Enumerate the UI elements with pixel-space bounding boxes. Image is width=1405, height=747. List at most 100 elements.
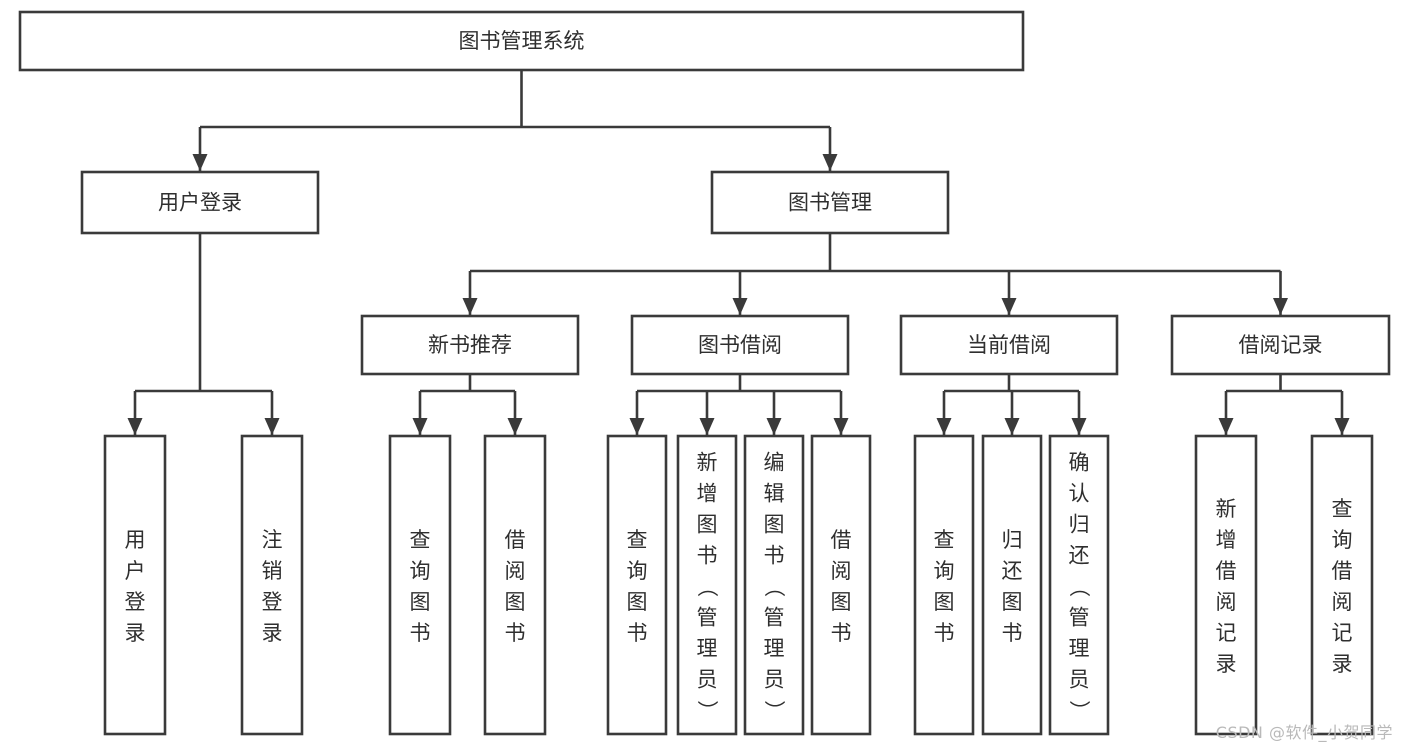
svg-text:员: 员 <box>697 668 718 692</box>
svg-text:图: 图 <box>505 590 526 614</box>
svg-text:销: 销 <box>262 559 283 583</box>
svg-text:注: 注 <box>262 528 283 552</box>
svg-text:图: 图 <box>1002 590 1023 614</box>
arrow-head-icon <box>629 418 645 435</box>
svg-text:借: 借 <box>1332 559 1353 583</box>
connector-from-book-manage <box>462 233 1288 315</box>
node-label-book-borrow: 图书借阅 <box>698 333 782 357</box>
csdn-watermark: CSDN @软件_小贺同学 <box>1215 723 1393 742</box>
node-current-borrow[interactable]: 当前借阅 <box>899 314 1119 376</box>
svg-text:理: 理 <box>1069 637 1090 661</box>
svg-text:询: 询 <box>410 559 431 583</box>
svg-text:归: 归 <box>1002 528 1023 552</box>
node-box-book-manage <box>710 170 950 235</box>
svg-text:借: 借 <box>505 528 526 552</box>
node-new-book-rec[interactable]: 新书推荐 <box>360 314 580 376</box>
svg-text:阅: 阅 <box>831 559 852 583</box>
svg-text:查: 查 <box>627 528 648 552</box>
node-book-borrow[interactable]: 图书借阅 <box>630 314 850 376</box>
node-box-borrow-record <box>1170 314 1391 376</box>
svg-text:查: 查 <box>410 528 431 552</box>
node-box-current-borrow <box>899 314 1119 376</box>
svg-text:认: 认 <box>1069 482 1090 506</box>
node-label-root: 图书管理系统 <box>459 29 585 53</box>
svg-text:录: 录 <box>1332 652 1353 676</box>
node-box-leaf-bb-add-book <box>676 434 738 736</box>
svg-text:增: 增 <box>697 482 718 506</box>
svg-text:）: ） <box>1067 700 1091 721</box>
connector-from-current-borrow <box>936 374 1087 435</box>
svg-text:辑: 辑 <box>764 482 785 506</box>
svg-text:登: 登 <box>262 590 283 614</box>
node-label-borrow-record: 借阅记录 <box>1239 333 1323 357</box>
node-leaf-user-login[interactable]: 用户登录 <box>103 434 167 736</box>
arrow-head-icon <box>1001 298 1017 315</box>
svg-text:员: 员 <box>764 668 785 692</box>
svg-text:阅: 阅 <box>1332 590 1353 614</box>
svg-text:（: （ <box>695 576 719 597</box>
connector-from-user-login <box>127 233 280 435</box>
svg-text:编: 编 <box>764 451 785 475</box>
svg-text:查: 查 <box>934 528 955 552</box>
svg-text:查: 查 <box>1332 497 1353 521</box>
arrow-head-icon <box>699 418 715 435</box>
svg-text:借: 借 <box>831 528 852 552</box>
node-box-leaf-br-add-record <box>1194 434 1258 736</box>
nodes-layer: 图书管理系统用户登录图书管理新书推荐图书借阅当前借阅借阅记录用户登录注销登录查询… <box>18 10 1391 736</box>
svg-text:借: 借 <box>1216 559 1237 583</box>
svg-text:户: 户 <box>125 559 146 583</box>
node-box-book-borrow <box>630 314 850 376</box>
node-root[interactable]: 图书管理系统 <box>18 10 1025 72</box>
svg-text:图: 图 <box>697 513 718 537</box>
svg-text:图: 图 <box>831 590 852 614</box>
connector-from-root <box>192 70 838 171</box>
svg-text:）: ） <box>762 700 786 721</box>
node-borrow-record[interactable]: 借阅记录 <box>1170 314 1391 376</box>
svg-text:）: ） <box>695 700 719 721</box>
svg-text:询: 询 <box>934 559 955 583</box>
svg-text:书: 书 <box>627 621 648 645</box>
arrow-head-icon <box>412 418 428 435</box>
arrow-head-icon <box>127 418 143 435</box>
svg-text:员: 员 <box>1069 668 1090 692</box>
svg-text:归: 归 <box>1069 513 1090 537</box>
svg-text:增: 增 <box>1216 528 1237 552</box>
svg-text:（: （ <box>1067 576 1091 597</box>
svg-text:记: 记 <box>1216 621 1237 645</box>
svg-text:询: 询 <box>627 559 648 583</box>
arrow-head-icon <box>192 154 208 171</box>
node-book-manage[interactable]: 图书管理 <box>710 170 950 235</box>
svg-text:图: 图 <box>410 590 431 614</box>
node-user-login[interactable]: 用户登录 <box>80 170 320 235</box>
svg-text:书: 书 <box>410 621 431 645</box>
svg-text:管: 管 <box>697 606 718 630</box>
svg-text:图: 图 <box>627 590 648 614</box>
node-box-user-login <box>80 170 320 235</box>
node-box-root <box>18 10 1025 72</box>
svg-text:管: 管 <box>1069 606 1090 630</box>
node-label-new-book-rec: 新书推荐 <box>428 333 512 357</box>
arrow-head-icon <box>732 298 748 315</box>
svg-text:记: 记 <box>1332 621 1353 645</box>
arrow-head-icon <box>1004 418 1020 435</box>
arrow-head-icon <box>1218 418 1234 435</box>
